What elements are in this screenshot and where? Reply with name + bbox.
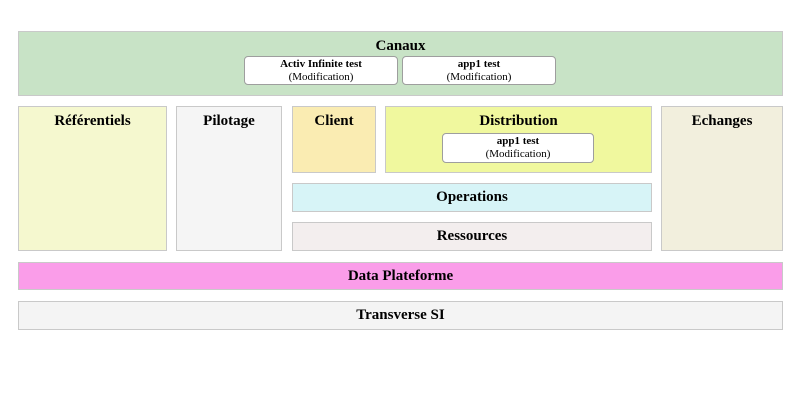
zone-transverse-si: Transverse SI [18,301,783,330]
zone-transverse-si-title: Transverse SI [356,307,445,323]
zone-canaux: Canaux Activ Infinite test (Modification… [18,31,783,96]
zone-pilotage-title: Pilotage [203,113,255,129]
zone-referentiels: Référentiels [18,106,167,251]
zone-ressources-title: Ressources [436,228,508,244]
zone-referentiels-title: Référentiels [54,113,131,129]
zone-operations: Operations [292,183,652,212]
zone-operations-title: Operations [436,189,508,205]
app-card-status: (Modification) [446,71,512,83]
app-card-name: Activ Infinite test [280,58,362,70]
zone-pilotage: Pilotage [176,106,282,251]
app-card-status: (Modification) [288,71,354,83]
zone-client: Client [292,106,376,173]
zone-data-plateforme: Data Plateforme [18,262,783,290]
zone-ressources: Ressources [292,222,652,251]
zone-canaux-title: Canaux [375,38,426,54]
app-card-app1-test-distribution[interactable]: app1 test (Modification) [442,133,594,163]
zone-data-plateforme-title: Data Plateforme [347,267,454,284]
app-card-activ-infinite-test[interactable]: Activ Infinite test (Modification) [244,56,398,85]
zone-distribution: Distribution app1 test (Modification) [385,106,652,173]
app-card-name: app1 test [496,135,540,147]
zone-echanges-title: Echanges [691,113,753,129]
zone-distribution-title: Distribution [479,113,558,129]
app-card-status: (Modification) [485,148,551,160]
zone-echanges: Echanges [661,106,783,251]
app-card-name: app1 test [457,58,501,70]
app-card-app1-test-canaux[interactable]: app1 test (Modification) [402,56,556,85]
zone-client-title: Client [314,113,354,129]
